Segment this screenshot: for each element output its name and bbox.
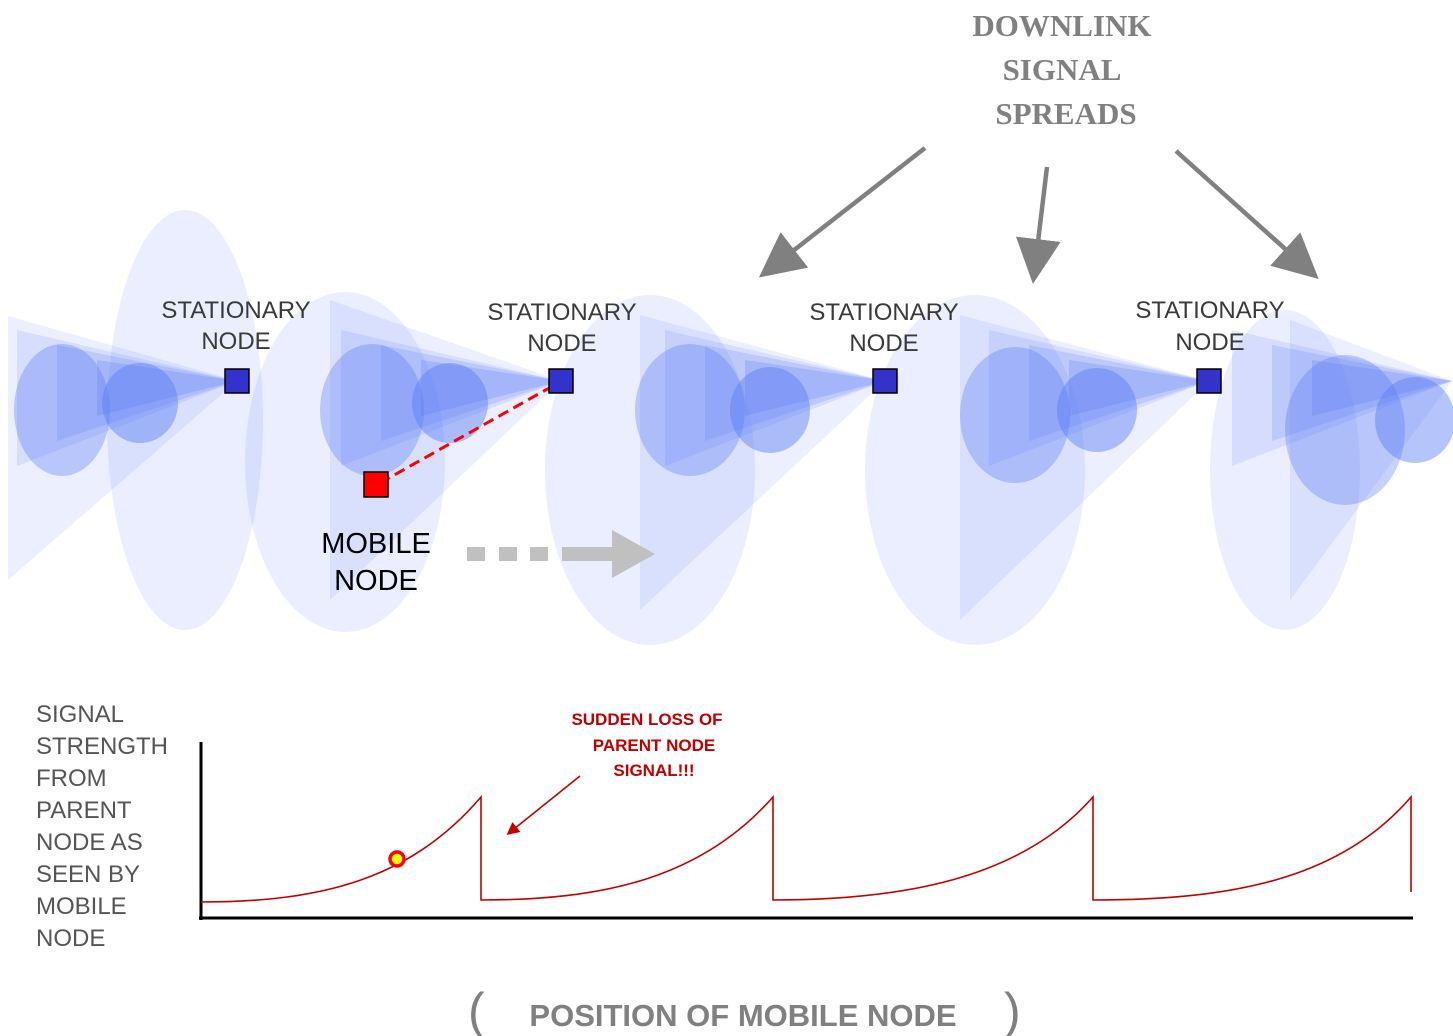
- motion-arrow: [467, 530, 655, 578]
- beam-cone-narrow: [421, 360, 561, 416]
- stationary-node-4-label: NODE: [1175, 329, 1244, 356]
- stationary-node-1: [224, 368, 250, 394]
- beam-lobe: [1285, 355, 1405, 505]
- beam-cone-4: [865, 295, 1209, 645]
- header-line-1: DOWNLINK: [972, 8, 1151, 43]
- beam-lobe: [730, 367, 810, 453]
- mobile-node-label: NODE: [334, 565, 418, 597]
- beam-cone-narrow: [341, 330, 561, 466]
- y-label-line: SEEN BY: [36, 861, 140, 888]
- beam-cone-narrow: [745, 360, 885, 416]
- x-axis-caption: POSITION OF MOBILE NODE: [529, 998, 956, 1033]
- beam-lobe: [960, 347, 1070, 483]
- stationary-node-4-label: STATIONARY: [1135, 297, 1284, 324]
- stationary-node-2-label: STATIONARY: [487, 299, 636, 326]
- y-label-line: STRENGTH: [36, 733, 168, 760]
- beam-cone-narrow: [665, 330, 885, 466]
- stationary-node-3-label: NODE: [849, 330, 918, 357]
- beam-cone-narrow: [1232, 330, 1452, 466]
- beam-cone-2: [245, 292, 561, 632]
- beam-lobe: [1210, 310, 1360, 630]
- downlink-beams: [8, 210, 1453, 645]
- annotation-line-1: SUDDEN LOSS OF: [571, 710, 722, 729]
- spread-arrow-middle: [1015, 166, 1061, 284]
- beam-lobe: [102, 363, 178, 443]
- parent-link: [379, 381, 559, 485]
- annotation-line-3: SIGNAL!!!: [613, 761, 694, 780]
- beam-cone-wide: [330, 300, 561, 600]
- beam-cone-narrow: [1272, 345, 1452, 441]
- beam-cone-narrow: [1312, 360, 1452, 416]
- beam-lobe: [107, 210, 263, 630]
- beam-lobe: [865, 295, 1085, 645]
- signal-strength-curve: [200, 794, 1412, 903]
- stationary-node-2-label: NODE: [527, 330, 596, 357]
- beam-cone-5: [1210, 310, 1453, 630]
- mobile-node-label: MOBILE: [321, 528, 431, 560]
- beam-lobe: [1375, 377, 1453, 463]
- stationary-node-3-label: STATIONARY: [809, 299, 958, 326]
- beam-lobe: [245, 292, 445, 632]
- beam-cone-narrow: [17, 330, 237, 466]
- y-label-line: NODE: [36, 925, 105, 952]
- beam-cone-narrow: [57, 345, 237, 441]
- beam-cone-wide: [1290, 320, 1452, 600]
- header-line-3: SPREADS: [995, 96, 1136, 131]
- beam-cone-1: [8, 210, 263, 630]
- mobile-position-marker: [388, 850, 406, 868]
- beam-cone-wide: [8, 316, 237, 580]
- beam-cone-narrow: [705, 345, 885, 441]
- annotation-arrow: [506, 775, 581, 836]
- annotation-line-2: PARENT NODE: [593, 736, 715, 755]
- header-line-2: SIGNAL: [1003, 52, 1122, 87]
- beam-cone-narrow: [989, 330, 1209, 466]
- y-label-line: PARENT: [36, 797, 132, 824]
- y-label-line: NODE AS: [36, 829, 143, 856]
- beam-cone-narrow: [97, 360, 237, 416]
- stationary-node-1-label: NODE: [201, 328, 270, 355]
- y-label-line: SIGNAL: [36, 701, 124, 728]
- graph-y-label: SIGNAL STRENGTH FROM PARENT NODE AS SEEN…: [36, 701, 168, 952]
- beam-cone-wide: [960, 315, 1209, 620]
- mobile-node: [363, 471, 389, 498]
- stationary-node-1-label: STATIONARY: [161, 297, 310, 324]
- beam-lobe: [635, 344, 745, 476]
- spread-arrow-right: [1174, 149, 1319, 280]
- beam-cone-narrow: [1029, 345, 1209, 441]
- beam-cone-wide: [640, 315, 885, 610]
- x-caption-paren-close: ): [1004, 983, 1021, 1036]
- beam-lobe: [1057, 368, 1137, 452]
- stationary-node-2: [548, 368, 574, 394]
- beam-cone-narrow: [381, 345, 561, 441]
- y-label-line: FROM: [36, 765, 107, 792]
- spread-arrow-left: [758, 146, 927, 278]
- x-caption-paren-open: (: [468, 983, 485, 1036]
- beam-lobe: [320, 344, 424, 476]
- beam-cone-3: [545, 295, 885, 645]
- beam-lobe: [412, 363, 488, 443]
- stationary-node-4: [1196, 368, 1222, 394]
- beam-lobe: [14, 344, 110, 476]
- y-label-line: MOBILE: [36, 893, 127, 920]
- stationary-node-3: [872, 368, 898, 394]
- beam-cone-narrow: [1069, 360, 1209, 416]
